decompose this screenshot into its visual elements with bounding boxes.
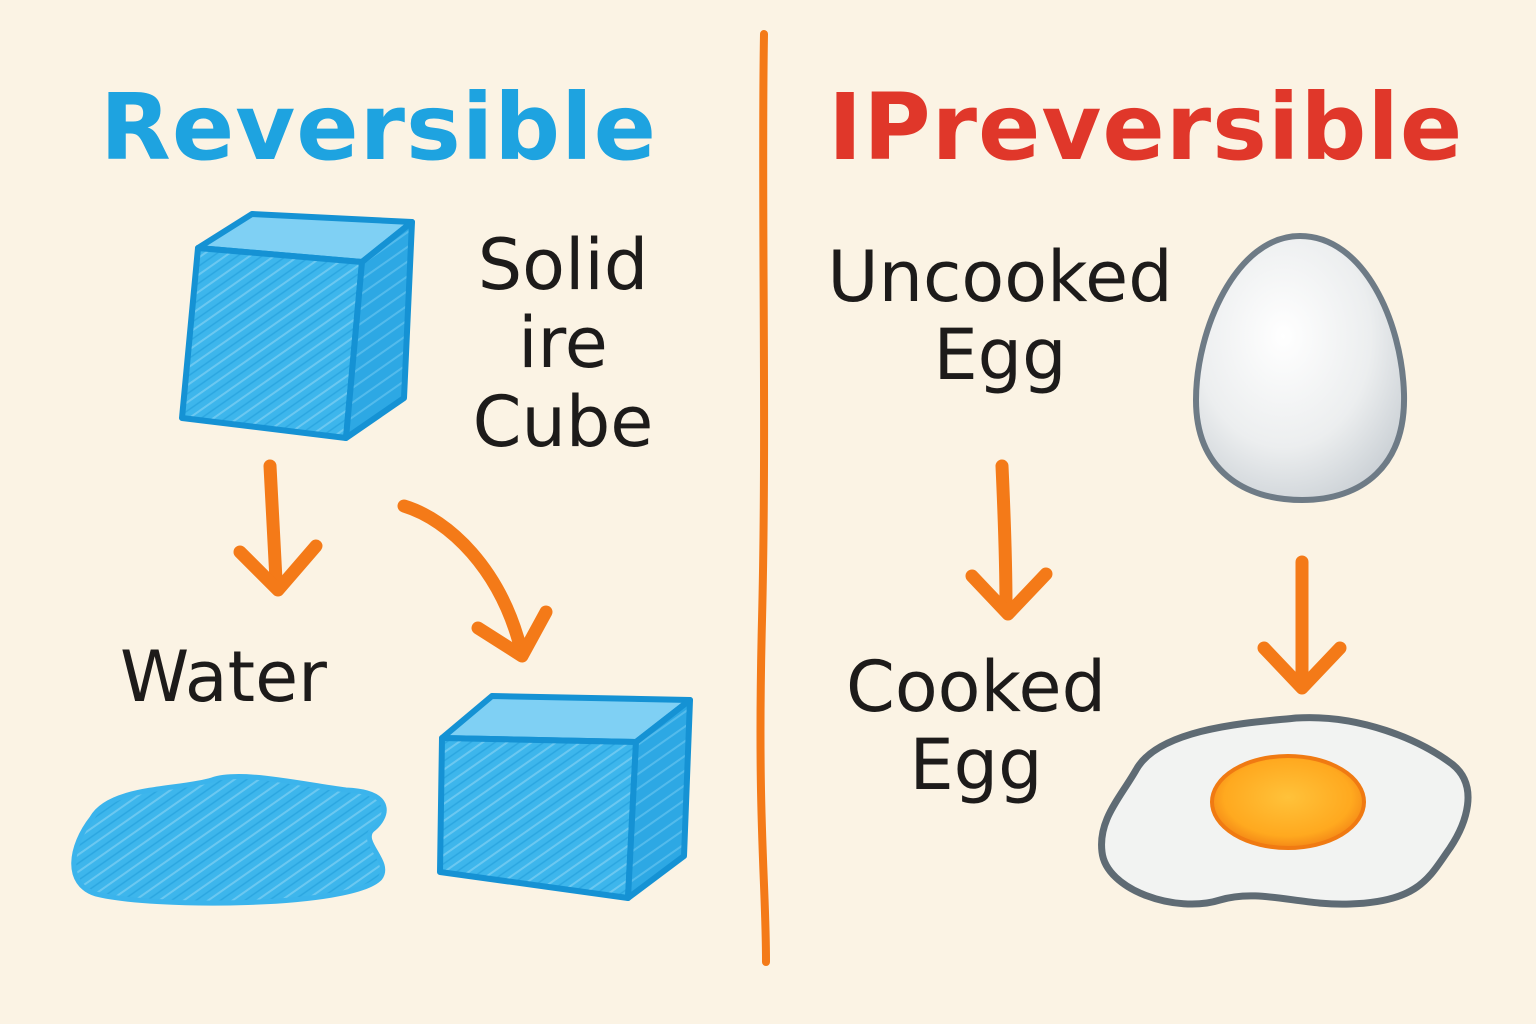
water-label: Water — [120, 636, 327, 718]
solid-ice-cube-label: Solid ire Cube — [456, 224, 670, 463]
uncooked-label-line: Egg — [933, 314, 1067, 397]
cooked-label-line: Egg — [909, 724, 1043, 807]
arrow-down-icon — [1257, 555, 1347, 695]
arrow-down-icon — [233, 459, 323, 597]
left-section-title: Reversible — [100, 74, 658, 181]
ice-cube-icon — [179, 211, 415, 441]
uncooked-egg-label: Uncooked Egg — [800, 238, 1200, 395]
uncooked-label-line: Uncooked — [827, 236, 1173, 318]
curved-arrow-icon — [397, 499, 553, 663]
solid-label-line: Solid — [477, 224, 649, 306]
solid-label-line: Cube — [472, 380, 654, 463]
right-section-title: IPreversible — [828, 74, 1464, 181]
ice-cube-icon — [437, 693, 693, 901]
fried-egg-icon — [1098, 714, 1472, 908]
cooked-egg-label: Cooked Egg — [806, 648, 1146, 805]
raw-egg-icon — [1192, 232, 1408, 504]
section-divider — [756, 30, 770, 966]
arrow-down-icon — [965, 459, 1053, 621]
water-puddle-icon — [71, 774, 387, 906]
cooked-label-line: Cooked — [845, 646, 1107, 728]
solid-label-line: ire — [518, 302, 608, 385]
